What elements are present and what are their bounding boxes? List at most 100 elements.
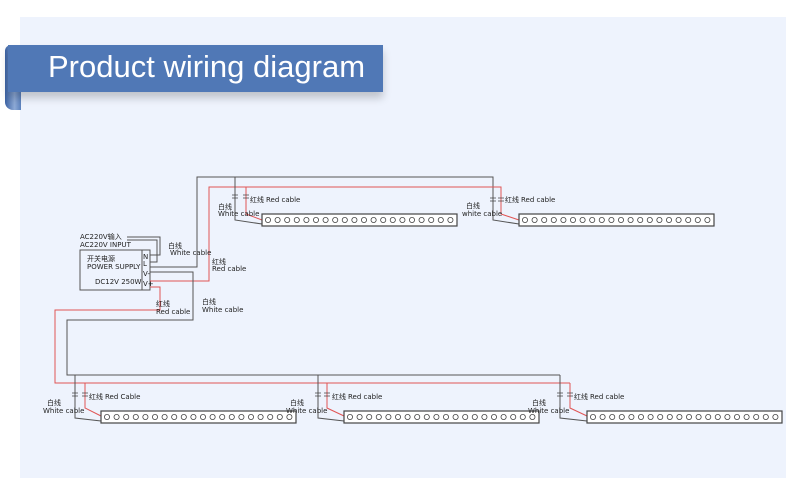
label-red-cn: 红线 xyxy=(89,392,103,401)
led-dot xyxy=(676,413,683,420)
led-dot xyxy=(267,413,274,420)
bottom-red-branch-2 xyxy=(326,383,345,417)
terminal-l: L xyxy=(143,260,147,268)
led-dot xyxy=(522,216,529,223)
led-dot xyxy=(646,216,653,223)
label-red-en: Red cable xyxy=(590,393,624,401)
label-red-en: Red cable xyxy=(348,393,382,401)
led-dot xyxy=(190,413,197,420)
led-dot xyxy=(209,413,216,420)
strip-body xyxy=(343,410,540,424)
led-dot xyxy=(529,413,536,420)
led-dot xyxy=(257,413,264,420)
label-red-cn: 红线 xyxy=(156,299,170,308)
led-dot xyxy=(638,413,645,420)
bottom-white-branch-1 xyxy=(74,375,102,422)
led-dot xyxy=(418,216,425,223)
led-dot xyxy=(590,413,597,420)
label-white-cn: 白线 xyxy=(202,297,216,306)
led-dot xyxy=(656,216,663,223)
led-dot xyxy=(471,413,478,420)
led-dot xyxy=(332,216,339,223)
label-white-cn: 白线 xyxy=(532,398,546,407)
strip-body xyxy=(100,410,297,424)
led-dot xyxy=(685,216,692,223)
led-dot xyxy=(303,216,310,223)
bottom-red-wire xyxy=(54,286,570,384)
top-white-wire xyxy=(150,176,494,268)
led-dot xyxy=(675,216,682,223)
label-white-en: white cable xyxy=(462,210,502,218)
terminal-vplus: V+ xyxy=(143,280,154,288)
bottom-white-wire xyxy=(66,271,560,376)
strip-top-1 xyxy=(261,213,458,227)
label-red-en: Red cable xyxy=(521,196,555,204)
label-red-cn: 红线 xyxy=(212,257,226,266)
led-dot xyxy=(414,413,421,420)
label-white-en: White cable xyxy=(43,407,84,415)
led-dot xyxy=(550,216,557,223)
top-red-branch-1 xyxy=(245,187,263,221)
led-dot xyxy=(142,413,149,420)
connector-mark xyxy=(315,392,321,397)
led-dot xyxy=(437,216,444,223)
led-dot xyxy=(322,216,329,223)
connectors xyxy=(72,194,573,397)
led-dot xyxy=(519,413,526,420)
led-dot xyxy=(264,216,271,223)
led-dot xyxy=(442,413,449,420)
led-dot xyxy=(447,216,454,223)
led-dot xyxy=(579,216,586,223)
led-dot xyxy=(762,413,769,420)
led-dot xyxy=(560,216,567,223)
led-dot xyxy=(132,413,139,420)
led-dot xyxy=(385,413,392,420)
psu-name-cn: 开关电源 xyxy=(87,254,115,263)
led-dot xyxy=(647,413,654,420)
led-dot xyxy=(609,413,616,420)
led-dot xyxy=(284,216,291,223)
label-red-en: Red Cable xyxy=(105,393,140,401)
led-dot xyxy=(312,216,319,223)
led-dot xyxy=(570,216,577,223)
led-dot xyxy=(199,413,206,420)
led-dot xyxy=(714,413,721,420)
led-dot xyxy=(598,216,605,223)
led-dot xyxy=(356,413,363,420)
led-dot xyxy=(618,216,625,223)
led-dot xyxy=(686,413,693,420)
connector-mark xyxy=(567,392,573,397)
led-dot xyxy=(180,413,187,420)
ac-input-wire xyxy=(127,236,161,263)
bottom-white-branch-2 xyxy=(317,375,345,422)
led-dot xyxy=(104,413,111,420)
led-dot xyxy=(151,413,158,420)
led-dot xyxy=(510,413,517,420)
led-dot xyxy=(734,413,741,420)
connector-mark xyxy=(490,197,496,202)
connector-mark xyxy=(498,197,504,202)
psu-rating: DC12V 250W xyxy=(95,278,142,286)
connector-mark xyxy=(72,392,78,397)
led-dot xyxy=(589,216,596,223)
led-dot xyxy=(618,413,625,420)
top-white-branch-1 xyxy=(234,177,263,225)
strip-body xyxy=(261,213,458,227)
led-dot xyxy=(293,216,300,223)
label-white-en: White cable xyxy=(218,210,259,218)
led-dot xyxy=(657,413,664,420)
led-dot xyxy=(360,216,367,223)
label-red-en: Red cable xyxy=(212,265,246,273)
strip-top-2 xyxy=(518,213,715,227)
top-red-wire xyxy=(150,186,502,282)
led-dot xyxy=(666,216,673,223)
led-dot xyxy=(695,413,702,420)
led-dot xyxy=(423,413,430,420)
led-dot xyxy=(286,413,293,420)
led-dot xyxy=(772,413,779,420)
led-dot xyxy=(743,413,750,420)
led-dot xyxy=(366,413,373,420)
led-dot xyxy=(627,216,634,223)
led-dot xyxy=(161,413,168,420)
